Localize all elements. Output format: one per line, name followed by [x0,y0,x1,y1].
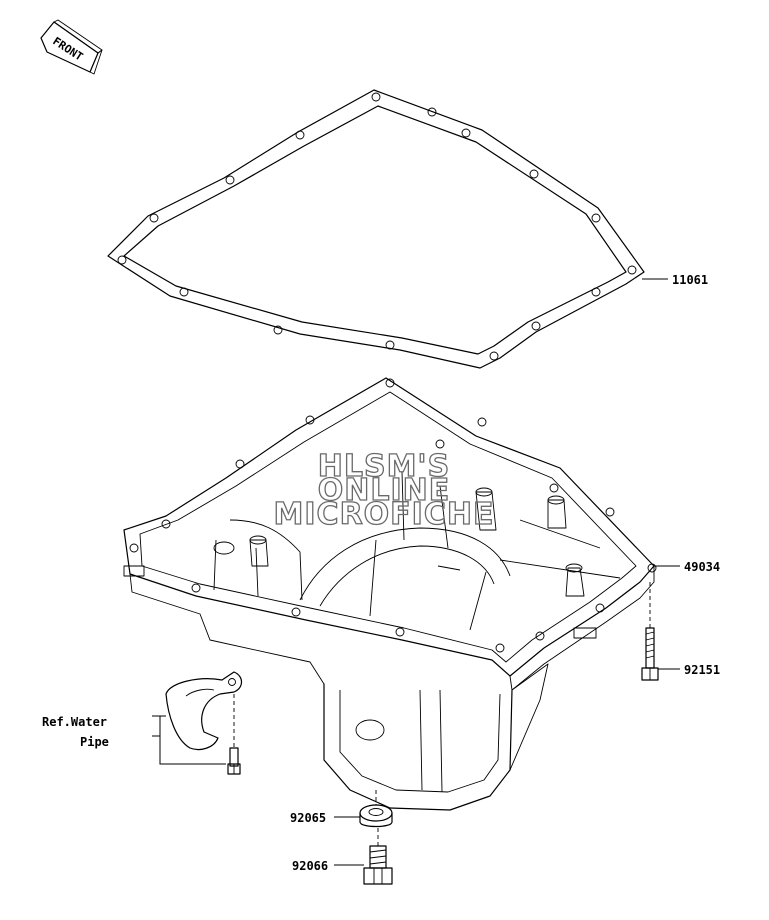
oil-pan[interactable] [123,377,657,811]
oil-pan-gasket[interactable] [107,89,645,369]
front-label: FRONT [50,35,85,64]
watermark: HLSM'S ONLINE MICROFICHE [273,448,495,532]
part-number-92065[interactable]: 92065 [290,811,326,825]
oil-pan-bolt[interactable] [641,627,659,681]
leader-lines [152,278,680,866]
reference-label-line2: Pipe [80,735,109,749]
assembly-guide-lines [233,582,651,846]
reference-label-line1: Ref.Water [42,715,107,729]
part-number-92151[interactable]: 92151 [684,663,720,677]
front-arrow-icon: FRONT [40,19,103,75]
watermark-line2: ONLINE [318,473,451,508]
part-number-92066[interactable]: 92066 [292,859,328,873]
drain-washer[interactable] [359,804,393,828]
watermark-line3: MICROFICHE [274,497,495,532]
drain-plug[interactable] [363,845,393,885]
clamp-bolt[interactable] [227,747,241,775]
part-number-11061[interactable]: 11061 [672,273,708,287]
watermark-line1: HLSM'S [318,449,450,484]
water-pipe-clamp[interactable] [165,671,243,751]
part-number-49034[interactable]: 49034 [684,560,720,574]
